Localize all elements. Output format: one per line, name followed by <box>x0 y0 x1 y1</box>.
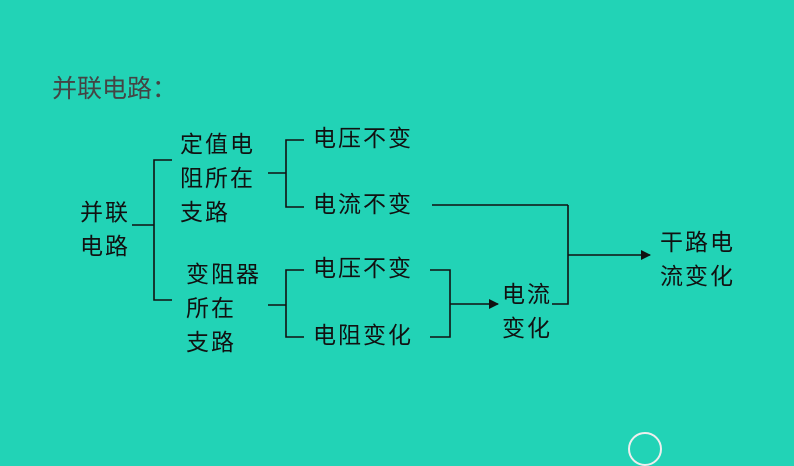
variable-branch-line3: 支路 <box>186 330 236 356</box>
variable-branch-line1: 变阻器 <box>186 262 261 288</box>
branch-current-change-node: 电流 变化 <box>502 278 552 346</box>
branch-current-line2: 变化 <box>502 316 552 342</box>
root-line2: 电路 <box>80 234 130 260</box>
fixed-current-node: 电流不变 <box>313 192 413 218</box>
fixed-branch-bracket <box>268 139 304 208</box>
main-current-line2: 流变化 <box>660 264 735 290</box>
fixed-resistor-branch: 定值电 阻所在 支路 <box>180 128 255 230</box>
variable-branch-bracket <box>268 269 304 338</box>
root-bracket <box>132 159 172 301</box>
decorative-circle <box>628 432 662 466</box>
rheostat-branch: 变阻器 所在 支路 <box>186 258 261 360</box>
root-node: 并联 电路 <box>80 196 130 264</box>
fixed-branch-line1: 定值电 <box>180 132 255 158</box>
variable-voltage-node: 电压不变 <box>313 256 413 282</box>
diagram-connectors <box>132 139 651 338</box>
fixed-branch-line2: 阻所在 <box>180 166 255 192</box>
branch-current-line1: 电流 <box>502 282 552 308</box>
merge-bracket-variable <box>430 269 499 338</box>
page-title: 并联电路： <box>52 74 178 103</box>
root-line1: 并联 <box>80 200 130 226</box>
merge-bracket-main <box>432 204 651 305</box>
fixed-branch-line3: 支路 <box>180 200 230 226</box>
variable-resistance-node: 电阻变化 <box>313 323 413 349</box>
main-current-line1: 干路电 <box>660 230 735 256</box>
main-current-change-node: 干路电 流变化 <box>660 226 735 294</box>
variable-branch-line2: 所在 <box>186 296 236 322</box>
fixed-voltage-node: 电压不变 <box>313 126 413 152</box>
